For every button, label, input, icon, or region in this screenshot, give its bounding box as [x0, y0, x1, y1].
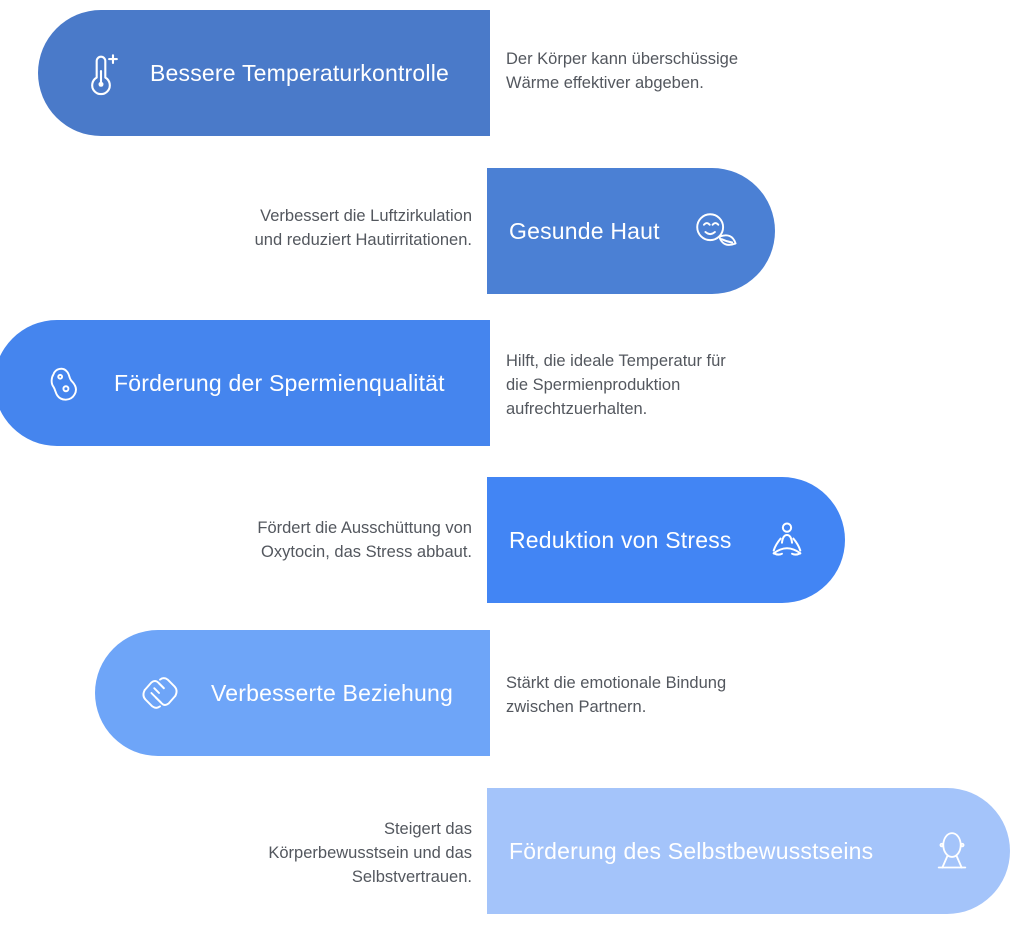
card-description: Hilft, die ideale Temperatur für die Spe… [506, 352, 726, 418]
sperm-cell-icon [40, 360, 88, 406]
benefit-card-skin: Gesunde Haut [487, 168, 775, 294]
card-title: Förderung des Selbstbewusstseins [509, 837, 874, 864]
benefit-card-self-confidence: Förderung des Selbstbewusstseins [487, 788, 1010, 914]
benefit-card-stress: Reduktion von Stress [487, 477, 845, 603]
meditation-icon [765, 518, 809, 562]
card-description: Verbessert die Luftzirkulation und reduz… [254, 207, 472, 249]
card-title: Verbesserte Beziehung [211, 679, 454, 706]
clasped-hands-icon [135, 670, 185, 716]
card-description: Steigert das Körperbewusstsein und das S… [268, 820, 472, 886]
card-title: Förderung der Spermienqualität [114, 369, 445, 396]
thermometer-plus-icon [78, 50, 124, 96]
card-description: Stärkt die emotionale Bindung zwischen P… [506, 674, 727, 716]
card-title: Reduktion von Stress [509, 526, 732, 553]
card-title: Bessere Temperaturkontrolle [150, 59, 450, 86]
benefit-card-temperature: Bessere Temperaturkontrolle [38, 10, 490, 136]
benefit-card-relationship: Verbesserte Beziehung [95, 630, 490, 756]
card-title: Gesunde Haut [509, 217, 660, 244]
card-description: Fördert die Ausschüttung von Oxytocin, d… [257, 519, 472, 561]
benefit-card-sperm-quality: Förderung der Spermienqualität [0, 320, 490, 446]
mirror-icon [930, 828, 974, 874]
card-description: Der Körper kann überschüssige Wärme effe… [506, 50, 739, 92]
face-leaf-icon [689, 208, 739, 254]
